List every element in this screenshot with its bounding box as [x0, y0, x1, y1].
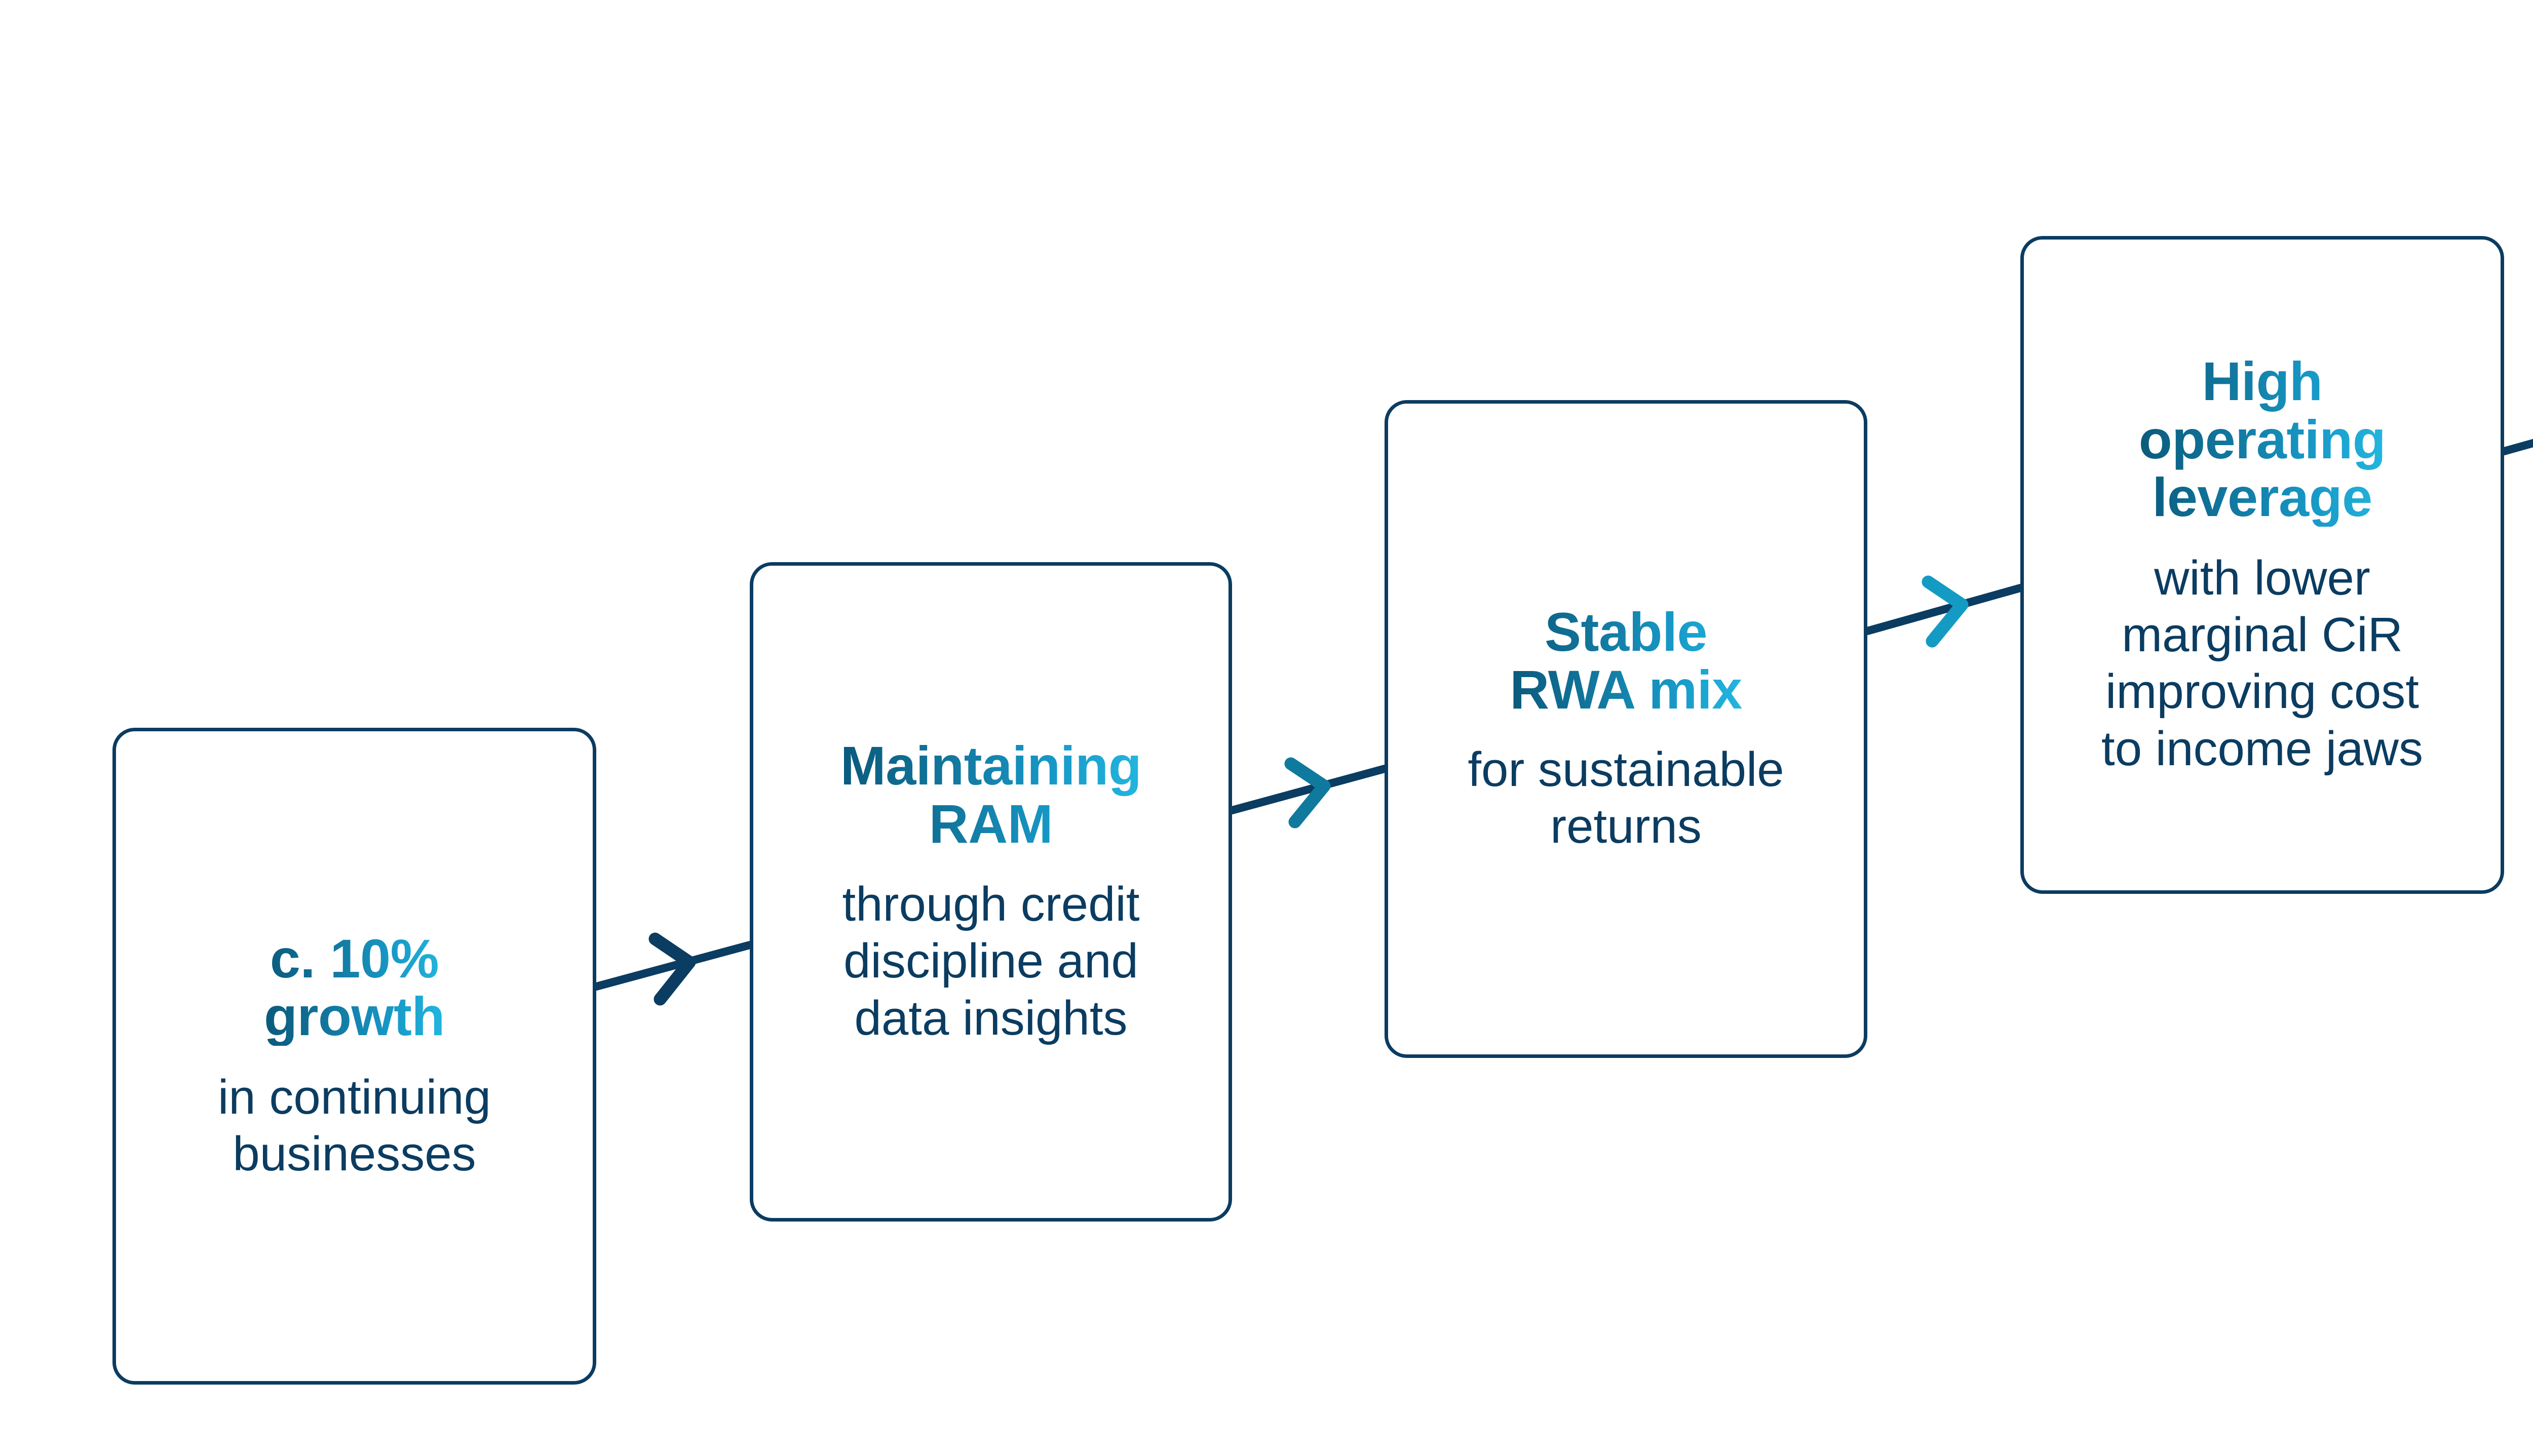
connector-3-chevron-icon — [1922, 575, 1969, 648]
step-box-high-operating-leverage[interactable]: High operating leverage with lower margi… — [2020, 236, 2504, 894]
step-box-growth[interactable]: c. 10% growth in continuing businesses — [112, 728, 596, 1385]
step-3-subtext: for sustainable returns — [1468, 742, 1784, 853]
connector-1 — [592, 932, 754, 1006]
connector-3-line — [1863, 584, 2024, 635]
step-2-heading: Maintaining RAM — [840, 735, 1142, 854]
connector-2 — [1228, 757, 1389, 829]
step-1-heading: c. 10% growth — [264, 927, 445, 1047]
connector-1-chevron-icon — [648, 932, 696, 1006]
connector-2-chevron-icon — [1284, 757, 1331, 829]
step-1-subtext: in continuing businesses — [217, 1070, 491, 1181]
step-box-stable-rwa-mix[interactable]: Stable RWA mix for sustainable returns — [1385, 400, 1867, 1058]
step-4-heading: High operating leverage — [2138, 350, 2386, 528]
connector-1-line — [592, 941, 754, 991]
connector-4 — [2500, 439, 2533, 455]
step-box-maintaining-ram[interactable]: Maintaining RAM through credit disciplin… — [750, 562, 1232, 1222]
step-2-subtext: through credit discipline and data insig… — [842, 877, 1140, 1045]
connector-2-line — [1228, 765, 1389, 814]
step-4-subtext: with lower marginal CiR improving cost t… — [2101, 550, 2423, 776]
connector-4-line — [2500, 439, 2533, 455]
connector-3 — [1863, 575, 2024, 648]
step-3-heading: Stable RWA mix — [1510, 601, 1742, 721]
